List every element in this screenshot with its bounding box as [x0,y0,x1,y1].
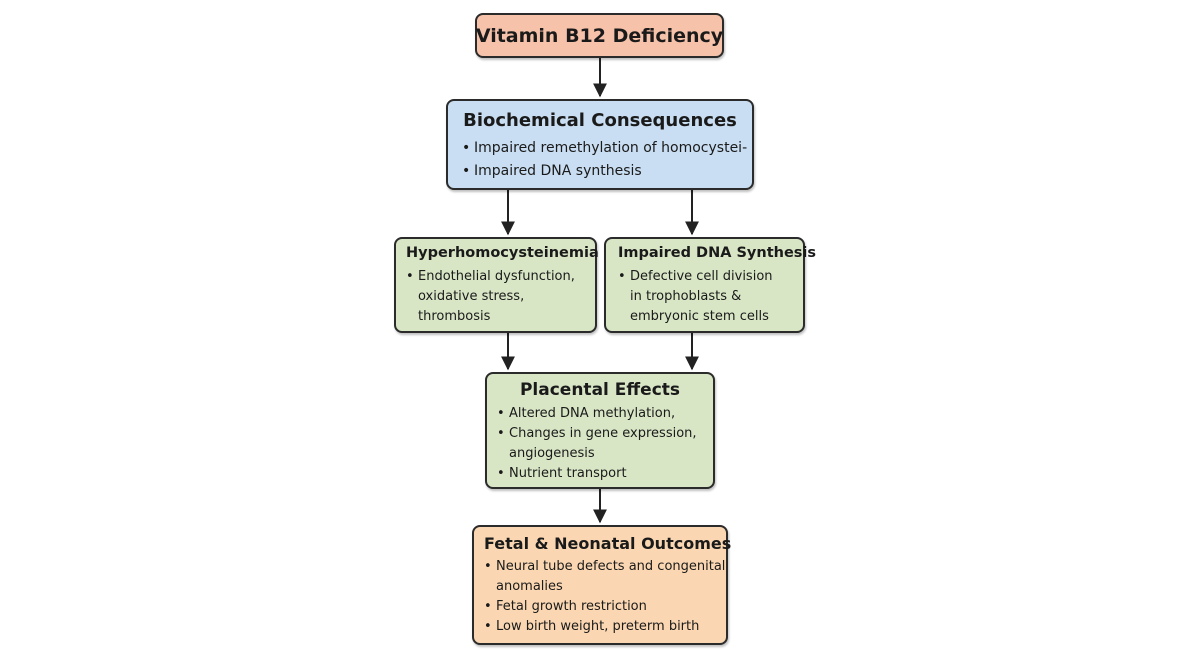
bullet-item: Impaired remethylation of homocystei- [462,137,752,160]
bullet-item: Neural tube defects and congenital anoma… [484,557,726,597]
bullet-line: Defective cell division [630,269,773,284]
bullet-line: angiogenesis [509,446,595,461]
bullet-line: Changes in gene expression, [509,426,697,441]
node-hyperhomocysteinemia: Hyperhomocysteinemia Endothelial dysfunc… [394,237,599,333]
bullet-item: Endothelial dysfunction, oxidative stres… [406,267,595,327]
node-fetal-neonatal-outcomes: Fetal & Neonatal Outcomes Neural tube de… [472,525,732,645]
node-title: Impaired DNA Synthesis [618,245,817,261]
bullet-line: oxidative stress, [418,289,525,304]
node-biochemical-consequences: Biochemical Consequences Impaired remeth… [446,99,754,190]
bullet-line: Neural tube defects and congenital [496,559,726,574]
bullet-list: Endothelial dysfunction, oxidative stres… [406,267,595,327]
bullet-list: Altered DNA methylation, Changes in gene… [497,404,713,484]
bullet-list: Neural tube defects and congenital anoma… [484,557,726,637]
bullet-item: Impaired DNA synthesis [462,160,752,183]
node-placental-effects: Placental Effects Altered DNA methylatio… [485,372,715,489]
node-title: Placental Effects [519,380,681,400]
node-vitamin-b12-deficiency: Vitamin B12 Deficiency [475,13,724,58]
bullet-item: Changes in gene expression, angiogenesis [497,424,713,464]
bullet-list: Impaired remethylation of homocystei- Im… [462,137,752,183]
bullet-item: Defective cell division in trophoblasts … [618,267,803,327]
bullet-item: Low birth weight, preterm birth [484,617,726,637]
node-title: Vitamin B12 Deficiency [475,24,724,47]
bullet-line: Fetal growth restriction [496,599,647,614]
bullet-item: Altered DNA methylation, [497,404,713,424]
bullet-item: Nutrient transport [497,464,713,484]
bullet-line: anomalies [496,579,563,594]
node-title: Hyperhomocysteinemia [406,245,599,261]
node-impaired-dna-synthesis: Impaired DNA Synthesis Defective cell di… [604,237,817,333]
bullet-list: Defective cell division in trophoblasts … [618,267,803,327]
bullet-line: Altered DNA methylation, [509,406,676,421]
bullet-line: Endothelial dysfunction, [418,269,575,284]
node-title: Fetal & Neonatal Outcomes [484,534,732,553]
bullet-line: thrombosis [418,309,491,324]
bullet-line: Nutrient transport [509,466,627,481]
bullet-item: Fetal growth restriction [484,597,726,617]
bullet-line: Low birth weight, preterm birth [496,619,700,634]
bullet-line: embryonic stem cells [630,309,769,324]
node-title: Biochemical Consequences [463,110,737,131]
bullet-line: in trophoblasts & [630,289,742,304]
